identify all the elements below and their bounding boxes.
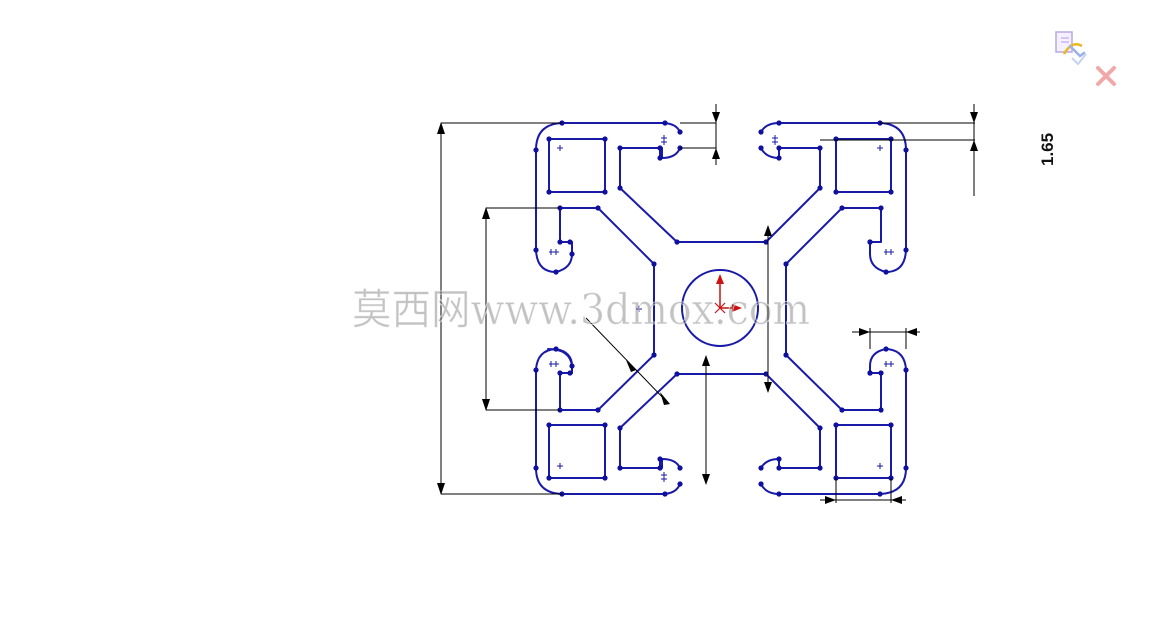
- sketch-point[interactable]: [657, 155, 663, 161]
- sketch-point[interactable]: [783, 352, 789, 358]
- sketch-point[interactable]: [763, 239, 769, 245]
- sketch-point[interactable]: [883, 346, 889, 352]
- corner-slot-bottom-right: [760, 348, 907, 495]
- sketch-point[interactable]: [817, 185, 823, 191]
- sketch-point[interactable]: [569, 251, 575, 257]
- center-core: [653, 241, 787, 375]
- sketch-point[interactable]: [888, 136, 894, 142]
- sketch-point[interactable]: [776, 155, 782, 161]
- sketch-point[interactable]: [758, 481, 764, 487]
- sketch-point[interactable]: [662, 491, 668, 497]
- watermark: 莫西网www.3dmox.com: [352, 285, 810, 334]
- dimension-arrows: [437, 112, 978, 504]
- sketch-point[interactable]: [677, 465, 683, 471]
- sketch-point[interactable]: [776, 491, 782, 497]
- sketch-point[interactable]: [867, 239, 873, 245]
- sketch-point[interactable]: [877, 491, 883, 497]
- sketch-point[interactable]: [903, 465, 909, 471]
- sketch-point[interactable]: [903, 367, 909, 373]
- sketch-point[interactable]: [657, 456, 663, 462]
- sketch-point[interactable]: [903, 247, 909, 253]
- sketch-point[interactable]: [817, 465, 823, 471]
- sketch-point[interactable]: [674, 239, 680, 245]
- relation-marks: [549, 135, 894, 482]
- sketch-point[interactable]: [595, 205, 601, 211]
- sketch-point[interactable]: [617, 425, 623, 431]
- sketch-point[interactable]: [533, 247, 539, 253]
- sketch-point[interactable]: [533, 147, 539, 153]
- origin-axes-icon: [714, 274, 742, 314]
- sketch-point[interactable]: [677, 481, 683, 487]
- sketch-point[interactable]: [776, 120, 782, 126]
- corner-slot-bottom-left: [535, 348, 681, 495]
- sketch-point[interactable]: [677, 129, 683, 135]
- sketch-point[interactable]: [776, 456, 782, 462]
- sketch-point[interactable]: [657, 145, 663, 151]
- sketch-point[interactable]: [651, 352, 657, 358]
- sketch-point[interactable]: [903, 147, 909, 153]
- sketch-point[interactable]: [878, 370, 884, 376]
- sketch-point[interactable]: [888, 189, 894, 195]
- sketch-confirm-icon[interactable]: [1052, 28, 1092, 68]
- sketch-point[interactable]: [546, 136, 552, 142]
- sketch-point[interactable]: [833, 422, 839, 428]
- sketch-point[interactable]: [833, 136, 839, 142]
- sketch-point[interactable]: [546, 422, 552, 428]
- sketch-point[interactable]: [557, 239, 563, 245]
- sketch-points: [533, 120, 909, 497]
- sketch-point[interactable]: [674, 371, 680, 377]
- dimension-lines[interactable]: [440, 104, 975, 503]
- sketch-point[interactable]: [546, 475, 552, 481]
- sketch-point[interactable]: [758, 145, 764, 151]
- sketch-point[interactable]: [533, 367, 539, 373]
- sketch-point[interactable]: [546, 189, 552, 195]
- sketch-point[interactable]: [602, 136, 608, 142]
- sketch-point[interactable]: [617, 465, 623, 471]
- sketch-point[interactable]: [553, 346, 559, 352]
- sketch-point[interactable]: [602, 422, 608, 428]
- sketch-point[interactable]: [783, 261, 789, 267]
- sketch-point[interactable]: [557, 370, 563, 376]
- sketch-point[interactable]: [657, 465, 663, 471]
- sketch-point[interactable]: [878, 205, 884, 211]
- sketch-point[interactable]: [888, 422, 894, 428]
- sketch-point[interactable]: [833, 189, 839, 195]
- close-icon[interactable]: [1092, 62, 1120, 90]
- corner-slot-top-right: [760, 122, 907, 273]
- sketch-point[interactable]: [651, 261, 657, 267]
- sketch-point[interactable]: [839, 205, 845, 211]
- sketch-point[interactable]: [595, 407, 601, 413]
- sketch-point[interactable]: [602, 475, 608, 481]
- sketch-point[interactable]: [617, 145, 623, 151]
- sketch-point[interactable]: [867, 370, 873, 376]
- sketch-point[interactable]: [617, 185, 623, 191]
- sketch-point[interactable]: [817, 145, 823, 151]
- sketch-point[interactable]: [567, 370, 573, 376]
- sketch-point[interactable]: [878, 407, 884, 413]
- sketch-point[interactable]: [883, 269, 889, 275]
- sketch-point[interactable]: [533, 465, 539, 471]
- sketch-point[interactable]: [758, 129, 764, 135]
- sketch-point[interactable]: [569, 363, 575, 369]
- sketch-point[interactable]: [817, 425, 823, 431]
- sketch-point[interactable]: [567, 239, 573, 245]
- sketch-point[interactable]: [776, 145, 782, 151]
- sketch-point[interactable]: [602, 189, 608, 195]
- dimension-value-1.65[interactable]: 1.65: [1038, 133, 1057, 166]
- sketch-point[interactable]: [758, 465, 764, 471]
- corner-slot-top-left: [535, 122, 681, 374]
- sketch-point[interactable]: [662, 120, 668, 126]
- sketch-point[interactable]: [839, 407, 845, 413]
- sketch-point[interactable]: [763, 371, 769, 377]
- sketch-point[interactable]: [776, 465, 782, 471]
- sketch-point[interactable]: [553, 269, 559, 275]
